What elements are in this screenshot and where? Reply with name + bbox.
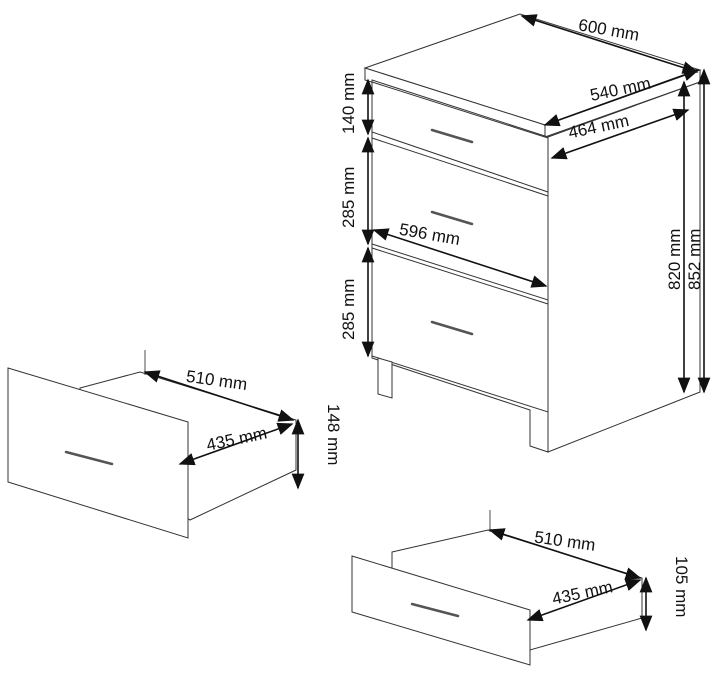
- large-drawer: [7, 367, 297, 539]
- middle-drawer-height-label: 285 mm: [339, 167, 358, 228]
- large-drawer-handle: [64, 450, 114, 466]
- small-drawer-handle: [410, 602, 460, 618]
- body-height-label: 820 mm: [665, 229, 684, 290]
- bottom-drawer-height-label: 285 mm: [339, 279, 358, 340]
- large-drawer-front: [7, 367, 189, 539]
- large-drawer-height-label: 148 mm: [324, 404, 343, 465]
- top-drawer-height-label: 140 mm: [339, 73, 358, 134]
- middle-drawer-handle: [430, 210, 474, 226]
- top-drawer-handle: [430, 128, 474, 144]
- total-height-label: 852 mm: [685, 229, 704, 290]
- bottom-drawer-handle: [430, 320, 474, 336]
- small-drawer-height-label: 105 mm: [672, 556, 691, 617]
- cabinet-plinth-left: [377, 357, 393, 399]
